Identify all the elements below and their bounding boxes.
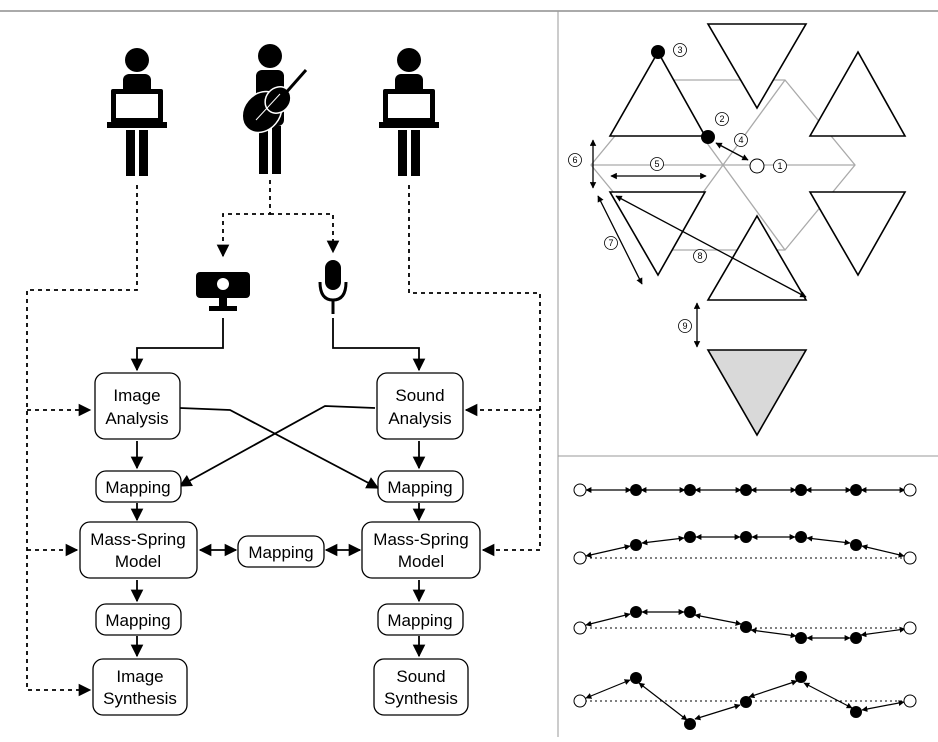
marker-6: 6 (572, 155, 577, 165)
mapping-box-left-upper: Mapping (95, 470, 182, 503)
image-analysis-line2: Analysis (105, 409, 168, 428)
chain-row-1 (573, 483, 917, 497)
triangle-down-top (706, 23, 808, 110)
laptop-performer-icon (379, 48, 439, 176)
sound-synthesis-line1: Sound (396, 667, 445, 686)
mass-spring-right-line1: Mass-Spring (373, 530, 468, 549)
mapping-box-right-upper: Mapping (377, 470, 464, 503)
laptop-performer-icon (107, 48, 167, 176)
sound-analysis-box: Sound Analysis (376, 372, 464, 440)
mapping-label: Mapping (387, 478, 452, 497)
image-analysis-line1: Image (113, 386, 160, 405)
mapping-label: Mapping (105, 478, 170, 497)
marker-4: 4 (738, 135, 743, 145)
cellist-performer-icon (241, 44, 308, 174)
mass-spring-left-line1: Mass-Spring (90, 530, 185, 549)
chain-row-4 (573, 671, 917, 730)
chain-row-3 (573, 606, 917, 644)
triangle-down-left (608, 191, 707, 277)
mass-spring-right-line2: Model (398, 552, 444, 571)
mapping-label: Mapping (105, 611, 170, 630)
mapping-label: Mapping (387, 611, 452, 630)
sound-analysis-line1: Sound (395, 386, 444, 405)
sound-synthesis-line2: Synthesis (384, 689, 458, 708)
mass-spring-model-left-box: Mass-Spring Model (79, 521, 198, 579)
webcam-icon (196, 272, 250, 311)
sound-analysis-line2: Analysis (388, 409, 451, 428)
marker-3: 3 (677, 45, 682, 55)
marker-5: 5 (654, 159, 659, 169)
triangle-highlighted (706, 349, 808, 437)
microphone-icon (318, 260, 348, 314)
mapping-label: Mapping (248, 543, 313, 562)
mapping-box-left-lower: Mapping (95, 603, 182, 636)
mapping-box-right-lower: Mapping (377, 603, 464, 636)
chain-row-2 (573, 531, 917, 565)
marker-2: 2 (719, 114, 724, 124)
mass-spring-left-line2: Model (115, 552, 161, 571)
image-analysis-box: Image Analysis (94, 372, 181, 440)
triangle-down-right (808, 191, 907, 277)
chain-figure (573, 483, 917, 730)
mass-spring-model-right-box: Mass-Spring Model (361, 521, 481, 579)
geometry-figure: 3 2 4 1 5 6 7 8 9 (568, 23, 907, 437)
image-synthesis-line1: Image (116, 667, 163, 686)
triangle-up-left (608, 50, 707, 137)
marker-1: 1 (777, 161, 782, 171)
mapping-box-center: Mapping (237, 535, 325, 568)
marker-9: 9 (682, 321, 687, 331)
triangle-up-right (808, 50, 907, 137)
image-synthesis-box: Image Synthesis (92, 658, 188, 716)
marker-8: 8 (697, 251, 702, 261)
triangle-up-bottom (706, 214, 808, 301)
image-synthesis-line2: Synthesis (103, 689, 177, 708)
marker-7: 7 (608, 238, 613, 248)
sound-synthesis-box: Sound Synthesis (373, 658, 469, 716)
